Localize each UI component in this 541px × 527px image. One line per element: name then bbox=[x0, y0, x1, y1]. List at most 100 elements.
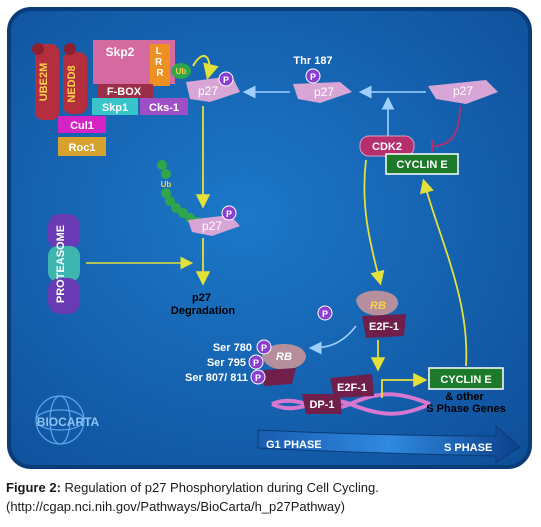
p27-label: p27 bbox=[202, 219, 222, 233]
ser795-label: Ser 795 bbox=[207, 357, 246, 369]
ube2m-bar bbox=[35, 44, 59, 120]
lrr-letter: R bbox=[156, 68, 164, 79]
s-phase-genes-line: S Phase Genes bbox=[426, 403, 506, 415]
ube2m-label: UBE2M bbox=[38, 63, 50, 102]
e2f1-label: E2F-1 bbox=[337, 382, 367, 394]
dna-transcription: DP-1 E2F-1 bbox=[271, 374, 431, 416]
dna-strand bbox=[271, 398, 431, 416]
ubiquitin-bead bbox=[178, 208, 188, 218]
phosphate-icon bbox=[250, 369, 266, 385]
e2f1-shape bbox=[362, 314, 406, 338]
ub-label: Ub bbox=[176, 67, 187, 76]
phosphate-icon bbox=[305, 68, 321, 84]
degradation-line: Degradation bbox=[171, 305, 235, 317]
phosphate-icon bbox=[218, 71, 234, 87]
phosphate-label: P bbox=[253, 358, 259, 368]
p27-shape bbox=[293, 82, 352, 103]
polyubiquitinated-p27: Ub p27 P bbox=[157, 160, 240, 236]
lrr-label: L R R bbox=[155, 46, 165, 79]
lrr-letter: L bbox=[156, 46, 162, 57]
cul1-label: Cul1 bbox=[70, 120, 94, 132]
ser780-label: Ser 780 bbox=[213, 342, 252, 354]
e2f1-shape bbox=[330, 374, 374, 398]
phospho-rb: Ser 780 Ser 795 Ser 807/ 811 RB P P P bbox=[185, 339, 306, 386]
fbox-box bbox=[97, 84, 153, 98]
lrr-box bbox=[150, 44, 170, 86]
inhibition-p27-cdk2 bbox=[431, 105, 461, 147]
p27-shape bbox=[428, 80, 498, 104]
phosphate-label: P bbox=[310, 72, 316, 82]
rb-tail bbox=[264, 368, 296, 386]
ubiquitin-tag bbox=[171, 63, 191, 79]
caption-text: Regulation of p27 Phosphorylation during… bbox=[6, 480, 379, 514]
degradation-line: p27 bbox=[192, 292, 211, 304]
arrow-phosphate-to-rb bbox=[308, 325, 357, 355]
p27-thr187: Thr 187 p27 P bbox=[293, 55, 352, 103]
phosphate-icon bbox=[248, 354, 264, 370]
ser807-label: Ser 807/ 811 bbox=[185, 372, 248, 384]
phosphate-icon bbox=[256, 339, 272, 355]
arrow-to-target-genes bbox=[381, 372, 428, 398]
g1-phase-label: G1 PHASE bbox=[266, 439, 322, 451]
cdk2-cyclin-e-complex: CDK2 CYCLIN E bbox=[359, 135, 459, 175]
rb-label: RB bbox=[276, 351, 292, 363]
fbox-label: F-BOX bbox=[107, 86, 142, 98]
cyclin-e-box bbox=[428, 367, 504, 390]
rb-label: RB bbox=[370, 300, 386, 312]
proteasome: PROTEASOME bbox=[48, 214, 80, 314]
phosphate-label: P bbox=[226, 209, 232, 219]
p27-label: p27 bbox=[314, 85, 334, 99]
cks1-box bbox=[140, 98, 188, 115]
p27-label: p27 bbox=[198, 84, 218, 98]
lrr-letter: R bbox=[155, 57, 163, 68]
thr187-label: Thr 187 bbox=[293, 55, 332, 67]
p27-pathway-diagram: UBE2M NEDD8 Skp2 L R R F-BOX Skp1 Cks-1 … bbox=[7, 7, 532, 469]
nedd8-bar bbox=[63, 52, 87, 114]
cdk2-label: CDK2 bbox=[372, 141, 402, 153]
dp1-shape bbox=[302, 394, 342, 414]
proteasome-label: PROTEASOME bbox=[55, 225, 67, 303]
caption-label: Figure 2: bbox=[6, 480, 61, 495]
phase-arrow-shape bbox=[257, 424, 521, 463]
p27-label: p27 bbox=[453, 84, 473, 98]
roc1-box bbox=[58, 137, 106, 156]
degradation-label: p27 Degradation bbox=[171, 292, 235, 317]
ub-label: Ub bbox=[161, 180, 172, 189]
ubiquitin-bead bbox=[157, 160, 167, 170]
phosphate-label: P bbox=[261, 343, 267, 353]
skp2-label: Skp2 bbox=[106, 45, 135, 59]
phosphate-label: P bbox=[223, 75, 229, 85]
logo-text: BIOCARTA bbox=[37, 415, 100, 429]
rb-shape bbox=[262, 344, 306, 370]
ubiquitin-dot bbox=[64, 43, 76, 55]
ubiquitin-bead bbox=[165, 196, 175, 206]
cul1-box bbox=[58, 116, 106, 133]
roc1-label: Roc1 bbox=[69, 142, 96, 154]
phosphate-label: P bbox=[255, 373, 261, 383]
arrow-cyclin-e-feedback bbox=[419, 178, 468, 367]
cks1-label: Cks-1 bbox=[149, 102, 179, 114]
ubiquitin-dot bbox=[32, 43, 44, 55]
p27-scf-bound: p27 P bbox=[186, 71, 240, 102]
proteasome-cap bbox=[48, 278, 80, 314]
diagram-background bbox=[7, 7, 532, 469]
rb-e2f1-complex: RB E2F-1 bbox=[356, 290, 406, 338]
phosphate-icon bbox=[221, 205, 237, 221]
e2f1-label: E2F-1 bbox=[369, 321, 399, 333]
logo-rings bbox=[35, 409, 85, 431]
cell-cycle-phase-arrow: G1 PHASE S PHASE bbox=[257, 424, 521, 463]
proteasome-core bbox=[48, 246, 80, 282]
p27-shape bbox=[188, 215, 240, 236]
arrow-cdk2-to-rb bbox=[363, 159, 385, 286]
skp1-label: Skp1 bbox=[102, 102, 128, 114]
p27-free: p27 bbox=[428, 80, 498, 104]
skp1-box bbox=[92, 98, 138, 115]
ubiquitin-bead bbox=[161, 188, 171, 198]
cyclin-e-label: CYCLIN E bbox=[396, 159, 447, 171]
nedd8-label: NEDD8 bbox=[66, 65, 78, 102]
biocarta-logo: BIOCARTA bbox=[35, 395, 100, 445]
cyclin-e-box bbox=[385, 153, 459, 175]
s-phase-label: S PHASE bbox=[444, 442, 492, 454]
logo-rings bbox=[49, 395, 71, 445]
phosphate-icon bbox=[317, 305, 333, 321]
